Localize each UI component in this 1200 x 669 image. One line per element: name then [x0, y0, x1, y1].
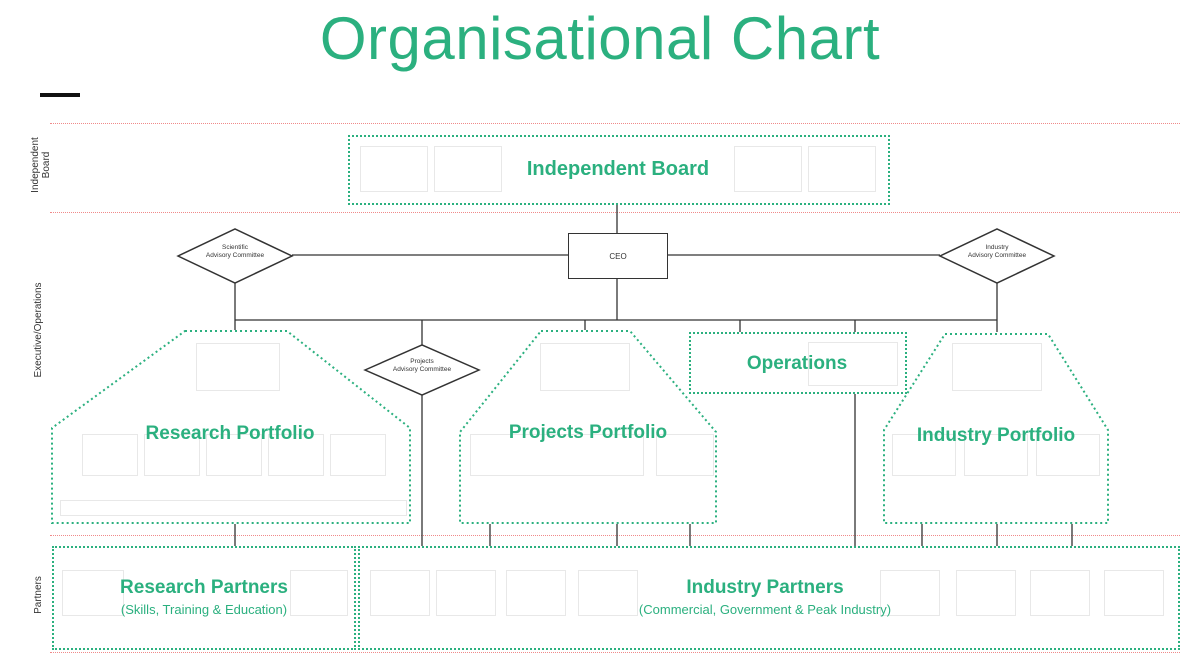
projects-lead-box [540, 343, 630, 391]
research-portfolio-label: Research Portfolio [145, 423, 315, 444]
industry-partners-subtitle: (Commercial, Government & Peak Industry) [638, 602, 892, 617]
industry-partners-container [358, 546, 1180, 650]
board-member-box [434, 146, 502, 192]
industry-sub-box [1036, 434, 1100, 476]
research-portfolio-outline [51, 330, 411, 524]
industry-partner-box [436, 570, 496, 616]
industry-committee-label: Industry Advisory Committee [967, 244, 1027, 259]
research-partners-container [52, 546, 356, 650]
industry-partner-box [1104, 570, 1164, 616]
lane-divider-executive [50, 535, 1180, 536]
industry-portfolio-outline [883, 333, 1109, 524]
lane-divider-bottom [50, 652, 1180, 653]
research-sub-box [82, 434, 138, 476]
research-partners-subtitle: (Skills, Training & Education) [120, 602, 288, 617]
board-member-box [360, 146, 428, 192]
operations-sub-box [808, 342, 898, 386]
operations-container [689, 332, 907, 394]
research-footer-box [60, 500, 407, 516]
research-sub-box [206, 434, 262, 476]
industry-sub-box [892, 434, 956, 476]
lane-divider-top [50, 123, 1180, 124]
research-partner-box [62, 570, 124, 616]
industry-partner-box [370, 570, 430, 616]
research-sub-box [144, 434, 200, 476]
industry-lead-box [952, 343, 1042, 391]
projects-portfolio-label: Projects Portfolio [508, 422, 668, 443]
industry-partner-box [506, 570, 566, 616]
ceo-label: CEO [609, 251, 627, 261]
research-lead-box [196, 343, 280, 391]
scientific-committee-label: Scientific Advisory Committee [205, 244, 265, 259]
projects-committee-label: Projects Advisory Committee [392, 358, 452, 373]
research-partner-box [290, 570, 348, 616]
independent-board-container [348, 135, 890, 205]
ceo-node: CEO [568, 233, 668, 279]
board-member-box [734, 146, 802, 192]
projects-committee-diamond [363, 344, 481, 396]
page-title: Organisational Chart [319, 5, 881, 72]
research-sub-box [268, 434, 324, 476]
industry-portfolio-label: Industry Portfolio [916, 425, 1076, 446]
industry-committee-diamond [938, 228, 1056, 284]
industry-partner-box [956, 570, 1016, 616]
operations-label: Operations [746, 353, 848, 374]
independent-board-label: Independent Board [526, 158, 710, 180]
industry-partner-box [880, 570, 940, 616]
board-member-box [808, 146, 876, 192]
title-underline [40, 93, 80, 97]
industry-sub-box [964, 434, 1028, 476]
projects-sub-box [656, 434, 714, 476]
industry-partner-box [1030, 570, 1090, 616]
industry-partners-label: Industry Partners [686, 577, 844, 598]
industry-partner-box [578, 570, 638, 616]
lane-divider-board [50, 212, 1180, 213]
research-partners-label: Research Partners [120, 577, 288, 598]
research-sub-box [330, 434, 386, 476]
scientific-committee-diamond [176, 228, 294, 284]
projects-sub-box [470, 434, 644, 476]
